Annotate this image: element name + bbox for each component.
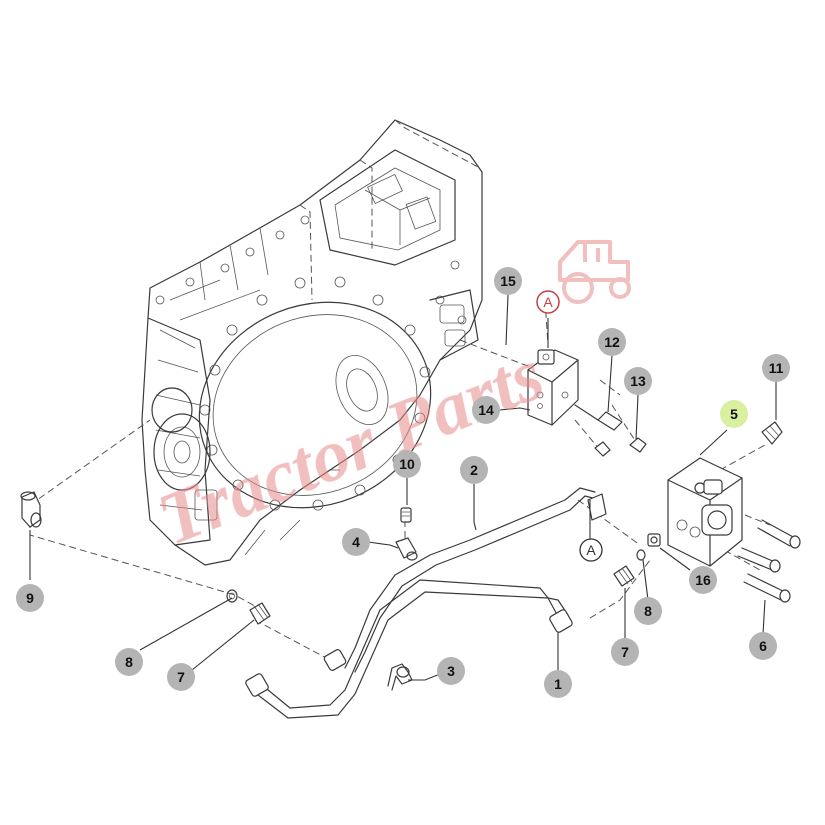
- callout-label: 4: [352, 534, 360, 550]
- callout-8-left[interactable]: 8: [115, 648, 143, 676]
- callout-label: 8: [644, 603, 652, 619]
- callout-8-right[interactable]: 8: [634, 597, 662, 625]
- hydraulic-pipe-2: [323, 487, 607, 673]
- transmission-housing: [141, 119, 483, 566]
- connector-4: [395, 537, 418, 561]
- callout-label: 14: [478, 402, 494, 418]
- fitting-11: [761, 421, 783, 445]
- elbow-fitting-9: [20, 491, 42, 528]
- callout-label: 2: [470, 462, 478, 478]
- callout-label: 16: [695, 572, 711, 588]
- callout-9[interactable]: 9: [16, 584, 44, 612]
- reference-mark-label: A: [586, 542, 596, 558]
- callout-4[interactable]: 4: [342, 528, 370, 556]
- callout-5[interactable]: 5: [720, 400, 748, 428]
- o-ring-8-left: [226, 589, 238, 603]
- callout-12[interactable]: 12: [598, 328, 626, 356]
- callout-1[interactable]: 1: [544, 670, 572, 698]
- callout-label: 10: [399, 456, 415, 472]
- callout-15[interactable]: 15: [494, 267, 522, 295]
- plug-16: [647, 533, 661, 547]
- callout-label: 3: [447, 663, 455, 679]
- reference-mark-a-top: A: [536, 290, 560, 314]
- callout-label: 7: [177, 669, 185, 685]
- bolt-10: [400, 507, 412, 523]
- callout-label: 8: [125, 654, 133, 670]
- callout-13[interactable]: 13: [624, 367, 652, 395]
- tractor-logo-icon: [558, 240, 631, 304]
- reference-mark-a-pipe: A: [579, 538, 603, 562]
- callout-label: 9: [26, 590, 34, 606]
- valve-block-5: [667, 457, 743, 567]
- callout-14[interactable]: 14: [472, 396, 500, 424]
- callout-7-right[interactable]: 7: [611, 638, 639, 666]
- callout-label: 13: [630, 373, 646, 389]
- bolts-6: [737, 519, 801, 603]
- hydraulic-pipe-1: [245, 579, 573, 719]
- callout-10[interactable]: 10: [393, 450, 421, 478]
- callout-label: 5: [730, 406, 738, 422]
- callout-6[interactable]: 6: [749, 632, 777, 660]
- o-ring-8-right: [636, 549, 646, 561]
- reference-mark-label: A: [543, 294, 553, 310]
- callout-16[interactable]: 16: [689, 566, 717, 594]
- callout-label: 12: [604, 334, 620, 350]
- callout-label: 6: [759, 638, 767, 654]
- callout-label: 15: [500, 273, 516, 289]
- pipe-clip-3: [387, 663, 413, 691]
- adapter-7-right: [613, 565, 635, 587]
- valve-block-14: [527, 349, 647, 457]
- callout-11[interactable]: 11: [762, 354, 790, 382]
- adapter-7-left: [249, 602, 271, 625]
- callout-label: 7: [621, 644, 629, 660]
- callout-2[interactable]: 2: [460, 456, 488, 484]
- callout-3[interactable]: 3: [437, 657, 465, 685]
- callout-7-left[interactable]: 7: [167, 663, 195, 691]
- callout-label: 11: [769, 360, 784, 376]
- callout-label: 1: [554, 676, 562, 692]
- callout-bubbles: 1 2 3 4 5 6 7 7 8 8 9 10 11 12 13 14 15 …: [16, 267, 790, 698]
